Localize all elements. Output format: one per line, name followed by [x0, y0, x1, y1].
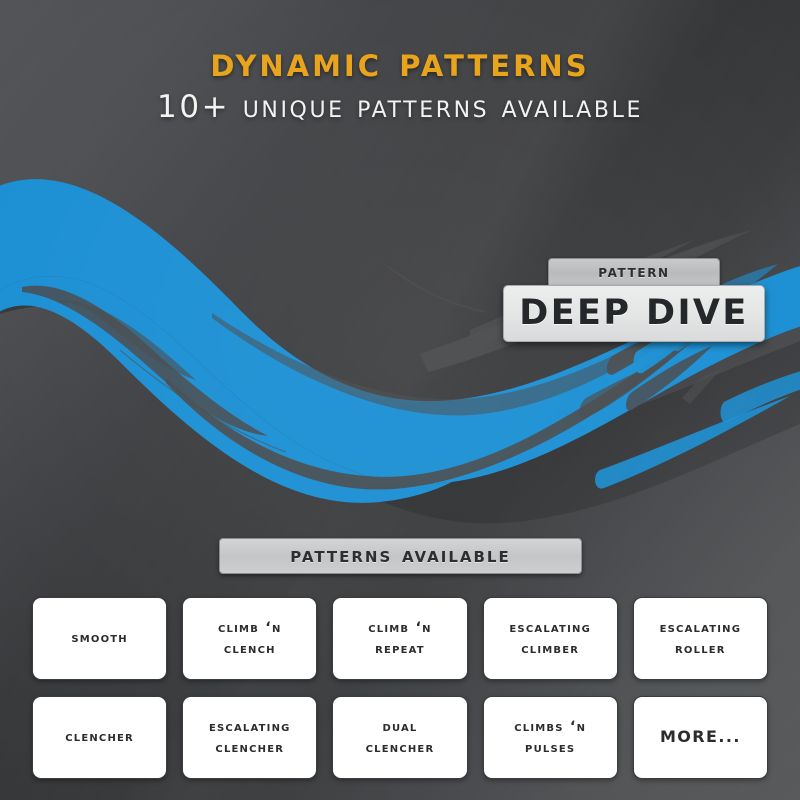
pattern-card-label: EscalatingClencher — [209, 718, 291, 756]
pattern-card[interactable]: DualClencher — [332, 696, 468, 779]
pattern-card[interactable]: Smooth — [32, 597, 168, 680]
badge-tab: Pattern — [548, 258, 720, 285]
pattern-card-label: Climb ‘nRepeat — [368, 619, 432, 657]
poster-header: Dynamic Patterns 10+ Unique Patterns Ava… — [0, 42, 800, 123]
badge-tab-label: Pattern — [598, 261, 670, 282]
pattern-card[interactable]: EscalatingRoller — [632, 597, 768, 680]
pattern-card[interactable]: Clencher — [32, 696, 168, 779]
deep-dive-badge: Pattern DEEP DIVE — [503, 258, 765, 342]
pattern-card-label: Clencher — [65, 729, 134, 746]
pattern-card-label: EscalatingRoller — [659, 619, 742, 657]
patterns-available-header: Patterns Available — [219, 538, 582, 574]
pattern-card[interactable]: Climb ‘nRepeat — [332, 597, 468, 680]
pattern-card-label: MORE... — [659, 727, 741, 747]
pattern-card-label: EscalatingClimber — [509, 619, 591, 657]
pattern-card[interactable]: Climb ‘nClench — [182, 597, 318, 680]
pattern-card[interactable]: EscalatingClimber — [482, 597, 618, 680]
pattern-card-label: Climb ‘nClench — [218, 619, 282, 657]
badge-main-plate: DEEP DIVE — [503, 285, 765, 342]
pattern-card[interactable]: EscalatingClencher — [182, 696, 318, 779]
pattern-card-grid: Smooth Climb ‘nClench Climb ‘nRepeat Esc… — [32, 597, 768, 779]
pattern-card-more[interactable]: MORE... — [632, 696, 768, 779]
page-title: Dynamic Patterns — [210, 38, 590, 86]
pattern-card-label: Smooth — [71, 630, 128, 647]
pattern-card-label: Climbs ‘nPulses — [514, 718, 587, 756]
badge-main-label: DEEP DIVE — [519, 293, 749, 333]
pattern-card[interactable]: Climbs ‘nPulses — [482, 696, 618, 779]
pattern-card-label: DualClencher — [365, 718, 435, 756]
patterns-available-label: Patterns Available — [290, 543, 511, 568]
page-subtitle: 10+ Unique Patterns Available — [157, 89, 643, 125]
